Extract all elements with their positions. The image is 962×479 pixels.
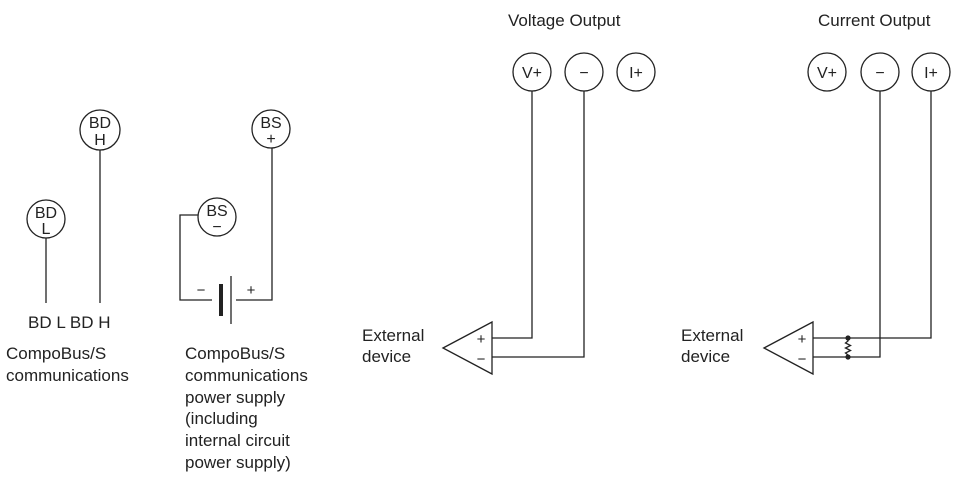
voltage-iplus-terminal: I+ xyxy=(616,52,656,92)
power-supply-caption-line-2: communications xyxy=(185,366,308,385)
power-supply-caption-line-5: internal circuit xyxy=(185,431,290,450)
bdl-terminal-bottom: L xyxy=(42,221,51,238)
communications-caption-line-2: communications xyxy=(6,366,129,385)
current-iplus-wire xyxy=(813,91,932,339)
voltage-output-title: Voltage Output xyxy=(508,11,621,30)
voltage-vplus-terminal-circle xyxy=(512,52,552,92)
voltage-external-device: + − xyxy=(441,320,493,376)
bdh-terminal: BD H xyxy=(79,109,121,151)
current-vplus-terminal-circle xyxy=(807,52,847,92)
bdl-terminal: BD L xyxy=(26,199,66,239)
communications-caption-line-1: CompoBus/S xyxy=(6,344,106,363)
voltage-input-minus: − xyxy=(477,351,486,368)
bdl-terminal-circle xyxy=(26,199,66,239)
current-minus-terminal-label: − xyxy=(875,65,884,82)
bdh-terminal-top: BD xyxy=(89,115,111,132)
bs-minus-terminal: BS − xyxy=(197,197,237,237)
bs-minus-wire xyxy=(179,214,212,301)
bdh-terminal-bottom: H xyxy=(94,132,106,149)
voltage-output-section: Voltage Output V+ − I+ + − External devi… xyxy=(362,11,656,376)
bs-plus-wire xyxy=(236,148,273,301)
battery-plus-sign: + xyxy=(247,282,256,299)
current-device-label-line-2: device xyxy=(681,347,730,366)
voltage-device-label-line-2: device xyxy=(362,347,411,366)
voltage-vplus-terminal: V+ xyxy=(512,52,552,92)
voltage-iplus-terminal-circle xyxy=(616,52,656,92)
current-external-device: + − xyxy=(762,320,814,376)
voltage-minus-terminal: − xyxy=(564,52,604,92)
current-output-section: Current Output V+ − I+ + − External devi… xyxy=(681,11,951,376)
bd-wire-labels: BD L BD H xyxy=(28,313,111,332)
current-minus-terminal: − xyxy=(860,52,900,92)
current-minus-wire xyxy=(813,91,881,358)
power-supply-section: − + BS + BS − CompoBus/S communications … xyxy=(179,109,308,472)
voltage-minus-terminal-label: − xyxy=(579,65,588,82)
shunt-resistor-zigzag xyxy=(844,338,852,357)
current-input-minus: − xyxy=(798,351,807,368)
voltage-minus-wire xyxy=(492,91,585,358)
voltage-iplus-terminal-label: I+ xyxy=(629,65,643,82)
power-supply-caption-line-3: power supply xyxy=(185,388,286,407)
bs-minus-terminal-top: BS xyxy=(206,203,227,220)
current-device-label-line-1: External xyxy=(681,326,743,345)
voltage-minus-terminal-circle xyxy=(564,52,604,92)
current-output-title: Current Output xyxy=(818,11,931,30)
current-iplus-terminal-circle xyxy=(911,52,951,92)
bs-plus-terminal-top: BS xyxy=(260,115,281,132)
bdl-terminal-top: BD xyxy=(35,205,57,222)
bs-plus-terminal-circle xyxy=(251,109,291,149)
current-iplus-terminal-label: I+ xyxy=(924,65,938,82)
voltage-device-label-line-1: External xyxy=(362,326,424,345)
battery-minus-sign: − xyxy=(197,282,206,299)
current-shunt-resistor xyxy=(844,335,852,360)
shunt-node-bottom xyxy=(845,354,851,360)
power-supply-caption-line-4: (including xyxy=(185,409,258,428)
current-vplus-terminal: V+ xyxy=(807,52,847,92)
current-amplifier-triangle xyxy=(762,320,814,376)
current-input-plus: + xyxy=(798,331,807,348)
bs-minus-terminal-circle xyxy=(197,197,237,237)
power-supply-caption-line-1: CompoBus/S xyxy=(185,344,285,363)
bs-plus-terminal: BS + xyxy=(251,109,291,149)
voltage-input-plus: + xyxy=(477,331,486,348)
communications-section: BD L BD H BD L BD H CompoBus/S communica… xyxy=(6,109,129,385)
voltage-vplus-terminal-label: V+ xyxy=(522,65,542,82)
bdh-terminal-circle xyxy=(79,109,121,151)
battery-symbol: − + xyxy=(197,276,256,324)
current-minus-terminal-circle xyxy=(860,52,900,92)
voltage-amplifier-triangle xyxy=(441,320,493,376)
bs-minus-terminal-bottom: − xyxy=(212,219,221,236)
bs-plus-terminal-bottom: + xyxy=(266,131,275,148)
voltage-vplus-wire xyxy=(492,91,533,339)
current-vplus-terminal-label: V+ xyxy=(817,65,837,82)
current-iplus-terminal: I+ xyxy=(911,52,951,92)
power-supply-caption-line-6: power supply) xyxy=(185,453,291,472)
